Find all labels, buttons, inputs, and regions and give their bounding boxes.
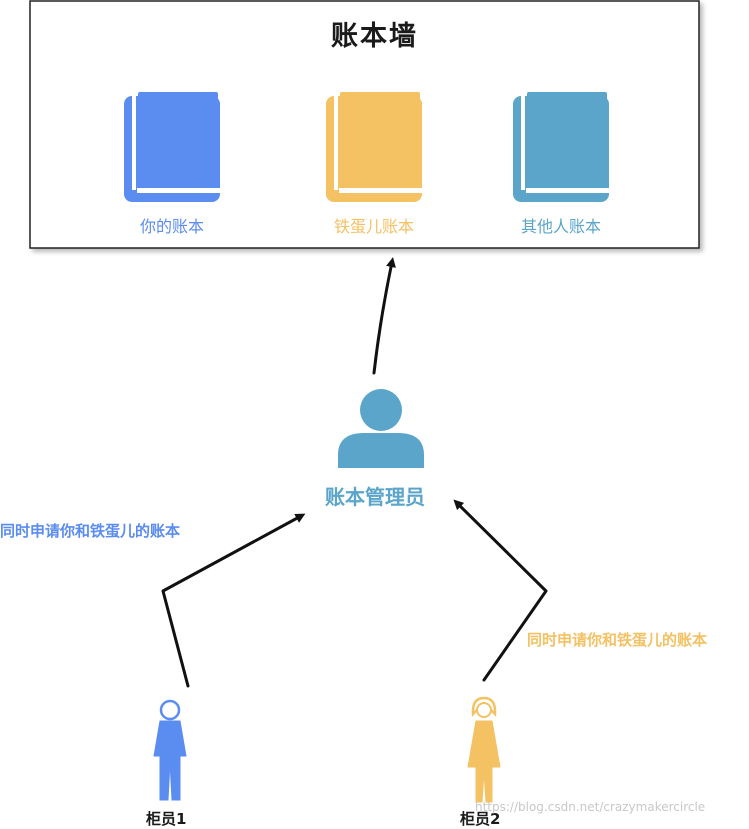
book-label-tiedaner: 铁蛋儿账本 — [333, 217, 414, 236]
arrow-teller2-to-manager — [453, 499, 548, 682]
teller1-icon — [153, 699, 187, 801]
manager-icon — [338, 389, 424, 468]
teller1-label: 柜员1 — [146, 810, 187, 828]
book-icon-others — [513, 92, 609, 202]
arrow-manager-to-wall — [372, 257, 396, 375]
request-label-teller1: 同时申请你和铁蛋儿的账本 — [0, 522, 181, 540]
arrow-teller1-to-manager — [161, 513, 306, 688]
request-label-teller2: 同时申请你和铁蛋儿的账本 — [527, 631, 708, 649]
teller2-icon — [467, 696, 501, 803]
manager-label: 账本管理员 — [325, 485, 425, 509]
book-icon-tiedaner — [326, 92, 422, 202]
watermark: https://blog.csdn.net/crazymakercircle — [475, 800, 706, 814]
teller2-label: 柜员2 — [460, 810, 501, 828]
ledger-wall-title: 账本墙 — [331, 21, 418, 52]
book-label-others: 其他人账本 — [520, 217, 601, 236]
book-label-yours: 你的账本 — [139, 217, 204, 236]
book-icon-yours — [124, 92, 220, 202]
